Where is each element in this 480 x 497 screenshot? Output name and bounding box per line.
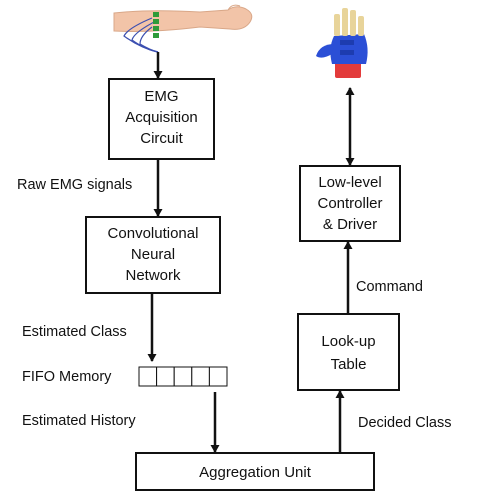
raw-emg-signals-label: Raw EMG signals xyxy=(17,177,132,193)
cnn-line-2: Neural xyxy=(131,246,175,263)
low-level-controller-block: Low-level Controller & Driver xyxy=(299,165,401,242)
fifo-cell xyxy=(138,366,158,387)
cnn-line-3: Network xyxy=(125,267,181,284)
electrode-icon xyxy=(153,33,159,38)
fifo-memory-cells xyxy=(138,366,228,387)
emg-circuit-line-1: EMG xyxy=(144,88,178,105)
emg-acquisition-circuit-block: EMG Acquisition Circuit xyxy=(108,78,215,160)
fifo-cell xyxy=(173,366,193,387)
controller-line-1: Low-level xyxy=(318,174,381,191)
lookup-line-1: Look-up xyxy=(321,333,375,350)
aggregation-unit-block: Aggregation Unit xyxy=(135,452,375,491)
fifo-memory-label: FIFO Memory xyxy=(22,369,112,385)
fifo-cell xyxy=(191,366,210,387)
cnn-line-1: Convolutional xyxy=(108,225,199,242)
electrode-icon xyxy=(153,26,159,31)
robotic-hand-illustration xyxy=(316,8,368,78)
lookup-line-2: Table xyxy=(331,356,367,373)
fifo-cell xyxy=(208,366,228,387)
cnn-block: Convolutional Neural Network xyxy=(85,216,221,294)
estimated-class-label: Estimated Class xyxy=(22,324,127,340)
emg-circuit-line-3: Circuit xyxy=(140,130,183,147)
forearm-emg-illustration xyxy=(113,4,253,53)
decided-class-label: Decided Class xyxy=(358,415,452,431)
electrode-icon xyxy=(153,19,159,24)
electrode-icon xyxy=(153,12,159,17)
lookup-table-block: Look-up Table xyxy=(297,313,400,391)
controller-line-2: Controller xyxy=(317,195,382,212)
command-label: Command xyxy=(356,279,423,295)
controller-line-3: & Driver xyxy=(323,216,377,233)
estimated-history-label: Estimated History xyxy=(22,413,136,429)
fifo-cell xyxy=(156,366,175,387)
aggregation-unit-label: Aggregation Unit xyxy=(199,464,312,481)
emg-circuit-line-2: Acquisition xyxy=(125,109,198,126)
